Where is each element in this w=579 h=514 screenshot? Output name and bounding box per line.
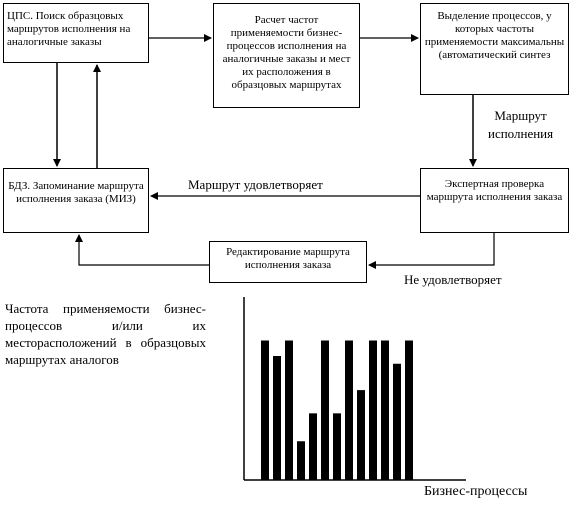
chart-bars xyxy=(261,340,413,480)
bar-4 xyxy=(297,441,305,480)
box-bdz-store: БДЗ. Запоминание маршрута исполнения зак… xyxy=(3,168,149,233)
box-process-selection: Выделение процессов, у которых частоты п… xyxy=(420,3,569,95)
bar-3 xyxy=(285,340,293,480)
box-frequency-calc-text: Расчет частот применяемости бизнес-проце… xyxy=(222,14,351,91)
box-cps-search-text: ЦПС. Поиск образцовых маршрутов исполнен… xyxy=(7,10,131,48)
bar-10 xyxy=(369,340,377,480)
chart-title: Частота применяемости бизнес-процессов и… xyxy=(5,301,206,367)
label-route-of-execution: Маршрут исполнения xyxy=(488,107,553,143)
box-route-edit: Редактирование маршрута исполнения заказ… xyxy=(209,241,367,283)
box-expert-check-text: Экспертная проверка маршрута исполнения … xyxy=(426,178,563,203)
bar-11 xyxy=(381,340,389,480)
bar-7 xyxy=(333,413,341,480)
label-route-line1: Маршрут xyxy=(494,108,547,123)
bar-6 xyxy=(321,340,329,480)
box-process-selection-text: Выделение процессов, у которых частоты п… xyxy=(424,10,565,61)
bar-9 xyxy=(357,390,365,480)
bar-12 xyxy=(393,363,401,480)
bar-13 xyxy=(405,340,413,480)
box-expert-check: Экспертная проверка маршрута исполнения … xyxy=(420,168,569,233)
arrow-expert-to-edit xyxy=(368,233,495,269)
bar-1 xyxy=(261,340,269,480)
bar-5 xyxy=(309,413,317,480)
chart-x-axis-label: Бизнес-процессы xyxy=(424,484,528,499)
label-route-satisfies: Маршрут удовлетворяет xyxy=(188,177,323,192)
box-frequency-calc: Расчет частот применяемости бизнес-проце… xyxy=(213,3,360,108)
label-route-line2: исполнения xyxy=(488,126,554,141)
bar-2 xyxy=(273,356,281,480)
arrow-edit-to-bdz xyxy=(75,234,209,266)
label-not-satisfies: Не удовлетворяет xyxy=(404,272,502,287)
frequency-bar-chart xyxy=(243,297,466,481)
box-bdz-store-text: БДЗ. Запоминание маршрута исполнения зак… xyxy=(8,180,144,205)
box-cps-search: ЦПС. Поиск образцовых маршрутов исполнен… xyxy=(3,3,149,63)
box-route-edit-text: Редактирование маршрута исполнения заказ… xyxy=(226,246,350,271)
bar-8 xyxy=(345,340,353,480)
